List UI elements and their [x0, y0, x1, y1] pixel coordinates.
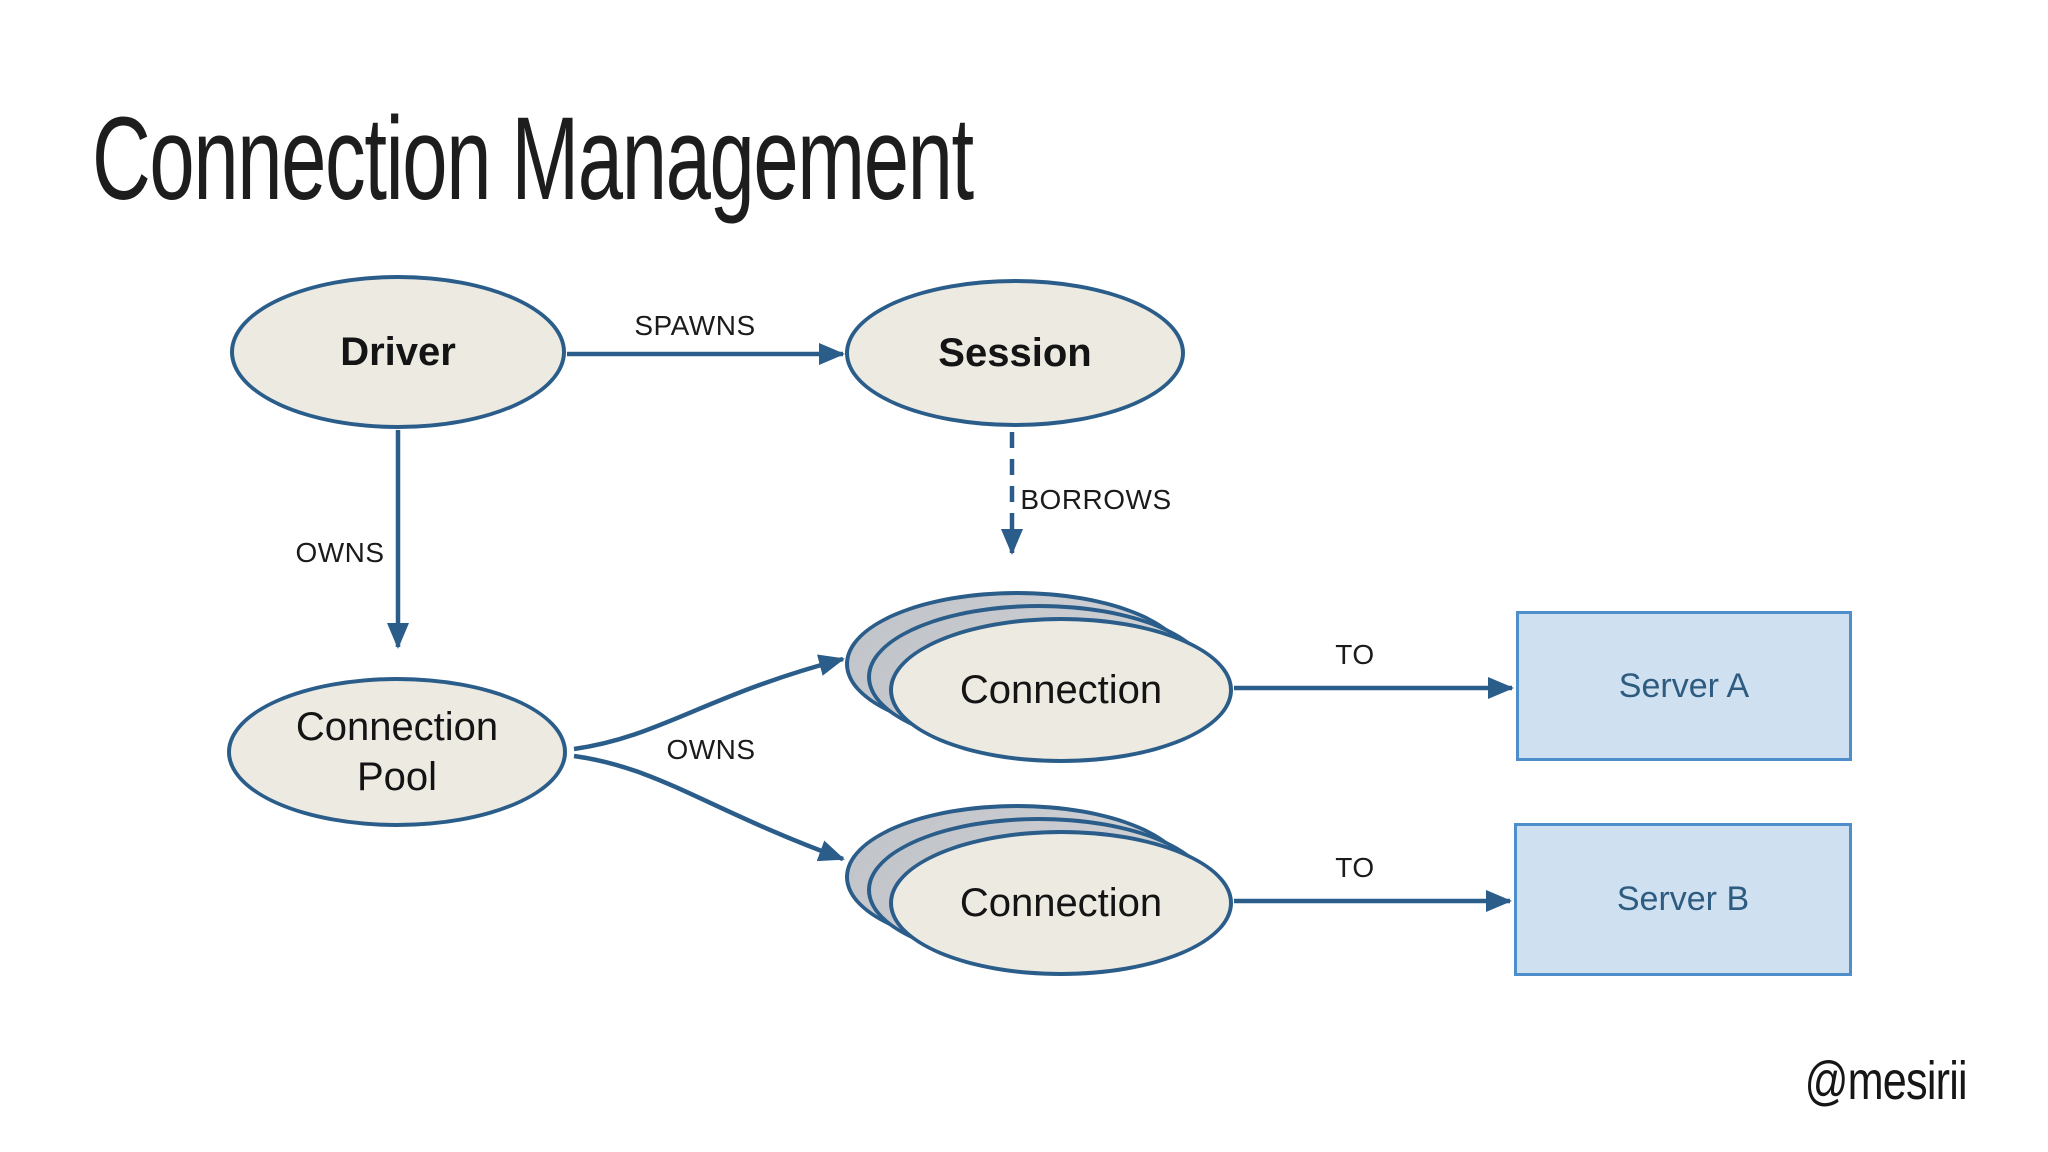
edge-owns-pool-label: OWNS	[666, 734, 756, 765]
node-connection-pool-label: Connection Pool	[295, 705, 499, 799]
node-connection-pool: Connection Pool	[227, 677, 567, 827]
edge-owns-driver-label: OWNS	[295, 537, 385, 568]
node-session-label: Session	[938, 331, 1092, 375]
node-server-b: Server B	[1514, 823, 1852, 976]
edge-owns-pool-top-arrow	[573, 654, 845, 752]
node-connection-a: Connection	[889, 617, 1233, 763]
node-server-a: Server A	[1516, 611, 1852, 761]
node-connection-b: Connection	[889, 830, 1233, 976]
edge-owns-pool-bottom-arrow	[573, 753, 845, 862]
node-driver-label: Driver	[340, 330, 456, 374]
page-title: Connection Management	[92, 93, 974, 225]
attribution-handle: @mesirii	[1804, 1051, 1968, 1111]
edge-spawns-label: SPAWNS	[634, 310, 756, 341]
node-connection-a-label: Connection	[959, 668, 1163, 712]
node-server-b-label: Server B	[1616, 880, 1750, 918]
node-driver: Driver	[230, 275, 566, 429]
node-server-a-label: Server A	[1618, 666, 1750, 705]
edge-to-server-b-label: TO	[1335, 852, 1375, 883]
node-session: Session	[845, 279, 1185, 427]
edge-to-server-a-label: TO	[1335, 639, 1375, 670]
edge-borrows-label: BORROWS	[1020, 484, 1172, 515]
node-connection-b-label: Connection	[959, 881, 1163, 925]
